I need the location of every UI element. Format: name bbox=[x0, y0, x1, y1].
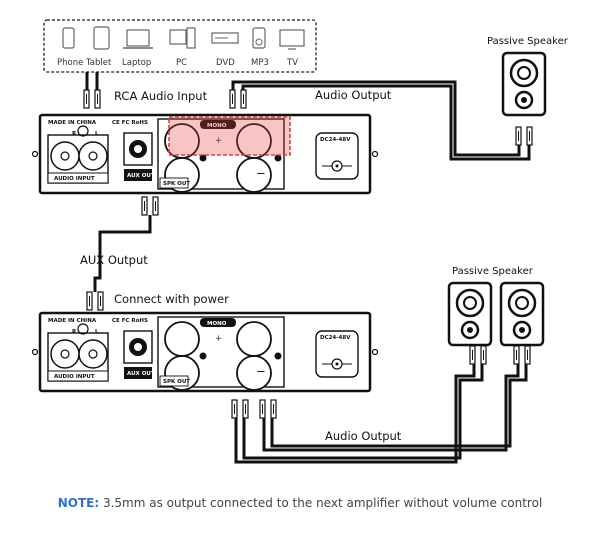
cert-label: CE FC RoHS bbox=[112, 318, 148, 324]
tablet-icon bbox=[93, 26, 110, 50]
rca-input-label: RCA Audio Input bbox=[114, 89, 208, 103]
note-text: 3.5mm as output connected to the next am… bbox=[99, 496, 543, 510]
source-label-tablet: Tablet bbox=[85, 58, 112, 68]
connect-power-label: Connect with power bbox=[114, 292, 229, 306]
audio-output-label-bottom: Audio Output bbox=[325, 429, 402, 443]
dvd-icon bbox=[211, 32, 239, 44]
made-in-label: MADE IN CHINA bbox=[48, 318, 97, 324]
audio-output-cable-bottom bbox=[231, 345, 531, 464]
made-in-label: MADE IN CHINA bbox=[48, 120, 97, 126]
source-label-phone: Phone bbox=[57, 58, 83, 68]
minus-sign: − bbox=[256, 364, 266, 378]
speaker-icon-top bbox=[501, 51, 547, 117]
spk-out-label: SPK OUT bbox=[163, 181, 190, 187]
r-label: R bbox=[72, 131, 77, 137]
dc-label: DC24-48V bbox=[320, 335, 351, 341]
amplifier-top: MADE IN CHINA CE FC RoHS R L AUDIO INPUT… bbox=[31, 113, 379, 195]
laptop-icon bbox=[123, 29, 153, 49]
source-label-pc: PC bbox=[176, 58, 187, 68]
audio-input-label: AUDIO INPUT bbox=[54, 374, 95, 380]
plus-sign: + bbox=[215, 136, 222, 146]
r-label: R bbox=[72, 329, 77, 335]
dc-label: DC24-48V bbox=[320, 137, 351, 143]
aux-cable bbox=[86, 196, 159, 311]
l-label: L bbox=[95, 329, 99, 335]
aux-output-label: AUX Output bbox=[80, 253, 148, 267]
passive-speaker-label-top: Passive Speaker bbox=[487, 36, 569, 47]
mono-label: MONO bbox=[207, 123, 227, 129]
aux-out-label: AUX OUT bbox=[127, 173, 155, 179]
audio-output-cable-top bbox=[229, 80, 533, 161]
mp3-icon bbox=[252, 27, 266, 49]
source-devices: Phone Tablet Laptop PC DVD MP3 TV bbox=[43, 19, 317, 73]
rca-input-cable bbox=[83, 72, 101, 109]
mono-output-highlight bbox=[168, 116, 291, 156]
source-label-tv: TV bbox=[286, 58, 298, 68]
passive-speaker-label-bottom: Passive Speaker bbox=[452, 266, 534, 277]
tv-icon bbox=[279, 29, 305, 50]
audio-output-label-top: Audio Output bbox=[315, 88, 392, 102]
footer-note: NOTE: 3.5mm as output connected to the n… bbox=[0, 496, 600, 510]
minus-sign: − bbox=[256, 166, 266, 180]
amplifier-bottom: MADE IN CHINA CE FC RoHS R L AUDIO INPUT… bbox=[31, 311, 379, 393]
aux-out-label: AUX OUT bbox=[127, 371, 155, 377]
source-label-mp3: MP3 bbox=[251, 58, 269, 68]
l-label: L bbox=[95, 131, 99, 137]
source-label-dvd: DVD bbox=[216, 58, 235, 68]
plus-sign: + bbox=[215, 334, 222, 344]
spk-out-label: SPK OUT bbox=[163, 379, 190, 385]
source-label-laptop: Laptop bbox=[122, 58, 151, 68]
mono-label: MONO bbox=[207, 321, 227, 327]
phone-icon bbox=[62, 27, 75, 49]
note-key: NOTE: bbox=[57, 496, 100, 510]
pc-icon bbox=[169, 27, 196, 49]
audio-input-label: AUDIO INPUT bbox=[54, 176, 95, 182]
speaker-icon-bottom-left bbox=[447, 281, 493, 347]
speaker-icon-bottom-right bbox=[499, 281, 545, 347]
cert-label: CE FC RoHS bbox=[112, 120, 148, 126]
